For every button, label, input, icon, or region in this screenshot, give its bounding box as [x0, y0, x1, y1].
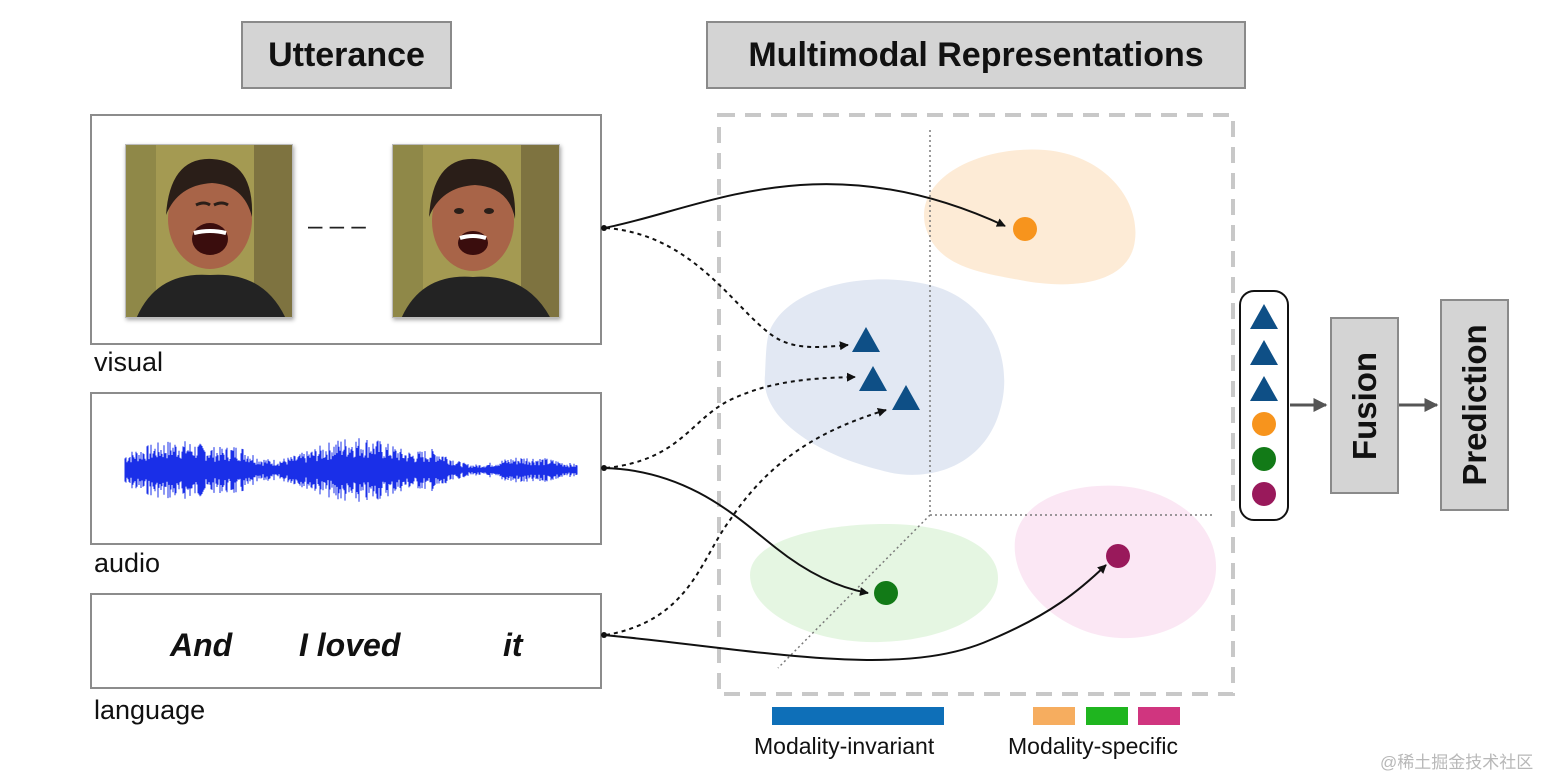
legend-specific-bar-pink: [1138, 707, 1180, 725]
audio-waveform: [124, 438, 578, 502]
representation-stack: [1239, 290, 1289, 521]
visual-specific-region: [924, 149, 1136, 285]
prediction-label: Prediction: [1455, 324, 1493, 486]
audio-label: audio: [94, 548, 161, 578]
frame-separator: – – –: [308, 210, 366, 240]
language-source-dot: [601, 632, 607, 638]
language-panel: And I loved it: [90, 593, 602, 689]
video-frame-last: [392, 144, 560, 318]
video-frame-first: [125, 144, 293, 318]
stack-triangle-2: [1250, 340, 1278, 365]
invariant-triangle-audio: [859, 366, 887, 391]
language-label: language: [94, 695, 206, 725]
legend-invariant-label: Modality-invariant: [754, 733, 935, 759]
watermark: @稀土掘金技术社区: [1380, 753, 1534, 772]
visual-label: visual: [94, 347, 164, 377]
stack-dot-visual: [1252, 412, 1276, 436]
fusion-label: Fusion: [1345, 351, 1383, 460]
axis-diagonal: [777, 514, 931, 669]
audio-specific-dot: [874, 581, 898, 605]
stack-dot-audio: [1252, 447, 1276, 471]
visual-invariant-arrow: [605, 227, 849, 351]
invariant-triangle-visual: [852, 327, 880, 352]
waveform-trace: [124, 438, 578, 502]
stack-triangle-3: [1250, 376, 1278, 401]
word-it: it: [503, 627, 523, 663]
legend-invariant-bar: [772, 707, 944, 725]
language-specific-arrow: [603, 564, 1107, 661]
stack-triangle-1: [1250, 304, 1278, 329]
fusion-box: Fusion: [1330, 317, 1399, 494]
invariant-region: [764, 279, 1005, 475]
stack-dot-language: [1252, 482, 1276, 506]
utterance-title: Utterance: [241, 21, 452, 89]
invariant-triangle-language: [892, 385, 920, 410]
prediction-box: Prediction: [1440, 299, 1509, 511]
utterance-title-text: Utterance: [268, 35, 425, 74]
language-invariant-arrow: [605, 408, 887, 636]
visual-source-dot: [601, 225, 607, 231]
audio-source-dot: [601, 465, 607, 471]
audio-invariant-arrow: [605, 372, 856, 469]
language-specific-dot: [1106, 544, 1130, 568]
visual-specific-arrow: [603, 183, 1006, 229]
audio-specific-region: [750, 523, 998, 643]
word-and: And: [170, 627, 233, 663]
audio-specific-arrow: [603, 467, 869, 597]
legend-specific-bar-orange: [1033, 707, 1075, 725]
visual-panel: – – –: [90, 114, 602, 345]
visual-specific-dot: [1013, 217, 1037, 241]
audio-panel: [90, 392, 602, 545]
word-i-loved: I loved: [299, 627, 401, 663]
representations-title: Multimodal Representations: [706, 21, 1246, 89]
legend-specific-label: Modality-specific: [1008, 733, 1178, 759]
legend-specific-bar-green: [1086, 707, 1128, 725]
representations-title-text: Multimodal Representations: [748, 35, 1204, 74]
